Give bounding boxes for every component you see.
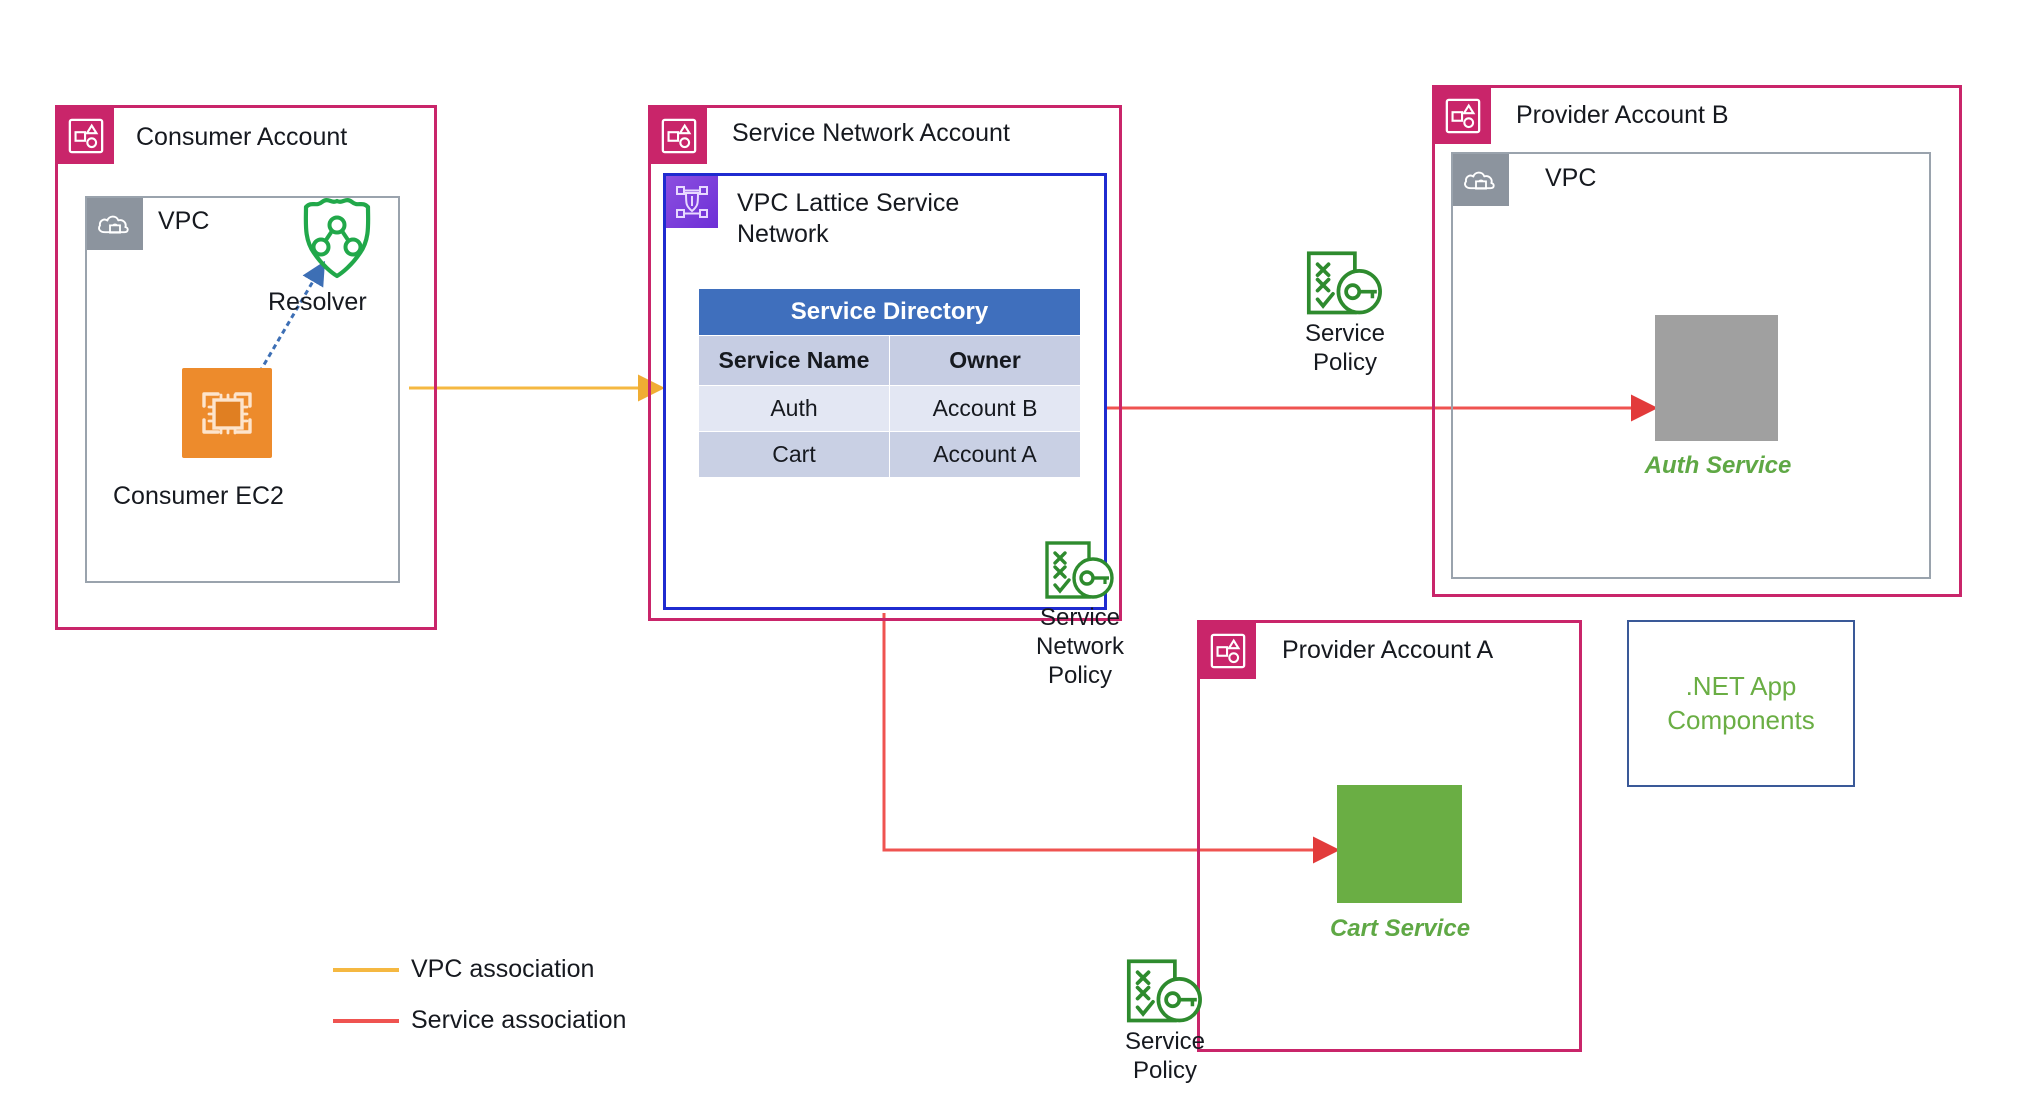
legend-label-service-association: Service association — [411, 1006, 627, 1034]
policy-key-icon — [1124, 958, 1206, 1026]
table-row: Auth Account B — [698, 384, 1081, 432]
provider-account-a-box — [1197, 620, 1582, 1052]
consumer-account-title: Consumer Account — [136, 123, 348, 151]
column-header-owner: Owner — [889, 335, 1081, 386]
cell-owner: Account B — [889, 384, 1081, 432]
provider-b-vpc-title: VPC — [1545, 164, 1597, 192]
column-header-service-name: Service Name — [698, 335, 890, 386]
provider-account-a-title: Provider Account A — [1282, 636, 1494, 664]
provider-account-b-title: Provider Account B — [1516, 101, 1729, 129]
consumer-vpc-frame — [85, 196, 400, 583]
policy-key-icon — [1304, 250, 1386, 318]
service-policy-a-label: Service Policy — [1124, 1028, 1206, 1084]
ec2-icon — [182, 368, 272, 458]
legend-swatch-service-association — [333, 1018, 399, 1023]
legend-item-vpc-association: VPC association — [333, 955, 753, 984]
legend-swatch-vpc-association — [333, 967, 399, 972]
provider-account-b-icon — [1435, 88, 1491, 144]
auth-service-tile — [1655, 315, 1778, 441]
service-network-account-title: Service Network Account — [732, 119, 1010, 147]
service-network-account-box — [648, 105, 1122, 621]
policy-key-icon — [1043, 540, 1117, 602]
consumer-account-box — [55, 105, 437, 630]
consumer-vpc-icon — [87, 198, 143, 250]
vpc-lattice-icon — [666, 176, 718, 228]
cell-owner: Account A — [889, 430, 1081, 478]
auth-service-label: Auth Service — [1644, 452, 1792, 479]
cell-service-name: Auth — [698, 384, 890, 432]
resolver-label: Resolver — [268, 288, 367, 316]
table-row: Cart Account A — [698, 430, 1081, 478]
legend-label-vpc-association: VPC association — [411, 955, 595, 983]
consumer-account-icon — [58, 108, 114, 164]
net-app-components-box: .NET App Components — [1627, 620, 1855, 787]
provider-b-vpc-icon — [1453, 154, 1509, 206]
legend: VPC association Service association — [333, 955, 753, 1035]
legend-item-service-association: Service association — [333, 1006, 753, 1035]
consumer-vpc-title: VPC — [158, 207, 210, 235]
service-policy-a: Service Policy — [1085, 958, 1245, 1086]
provider-b-vpc-frame — [1451, 152, 1931, 579]
service-network-policy-label: Service Network Policy — [1035, 604, 1125, 689]
service-directory-title: Service Directory — [698, 288, 1081, 336]
net-app-components-label: .NET App Components — [1667, 670, 1815, 735]
cell-service-name: Cart — [698, 430, 890, 478]
vpc-lattice-title: VPC Lattice Service Network — [737, 189, 960, 248]
provider-account-a-icon — [1200, 623, 1256, 679]
resolver-icon — [298, 195, 376, 279]
service-policy-b-label: Service Policy — [1304, 320, 1386, 376]
provider-account-b-box — [1432, 85, 1962, 597]
service-network-account-icon — [651, 108, 707, 164]
service-network-policy: Service Network Policy — [1000, 540, 1160, 690]
ec2-label: Consumer EC2 — [113, 482, 284, 510]
cart-service-tile — [1337, 785, 1462, 903]
service-directory-table: Service Directory Service Name Owner Aut… — [698, 288, 1081, 478]
service-policy-b: Service Policy — [1265, 250, 1425, 378]
cart-service-label: Cart Service — [1329, 915, 1471, 942]
